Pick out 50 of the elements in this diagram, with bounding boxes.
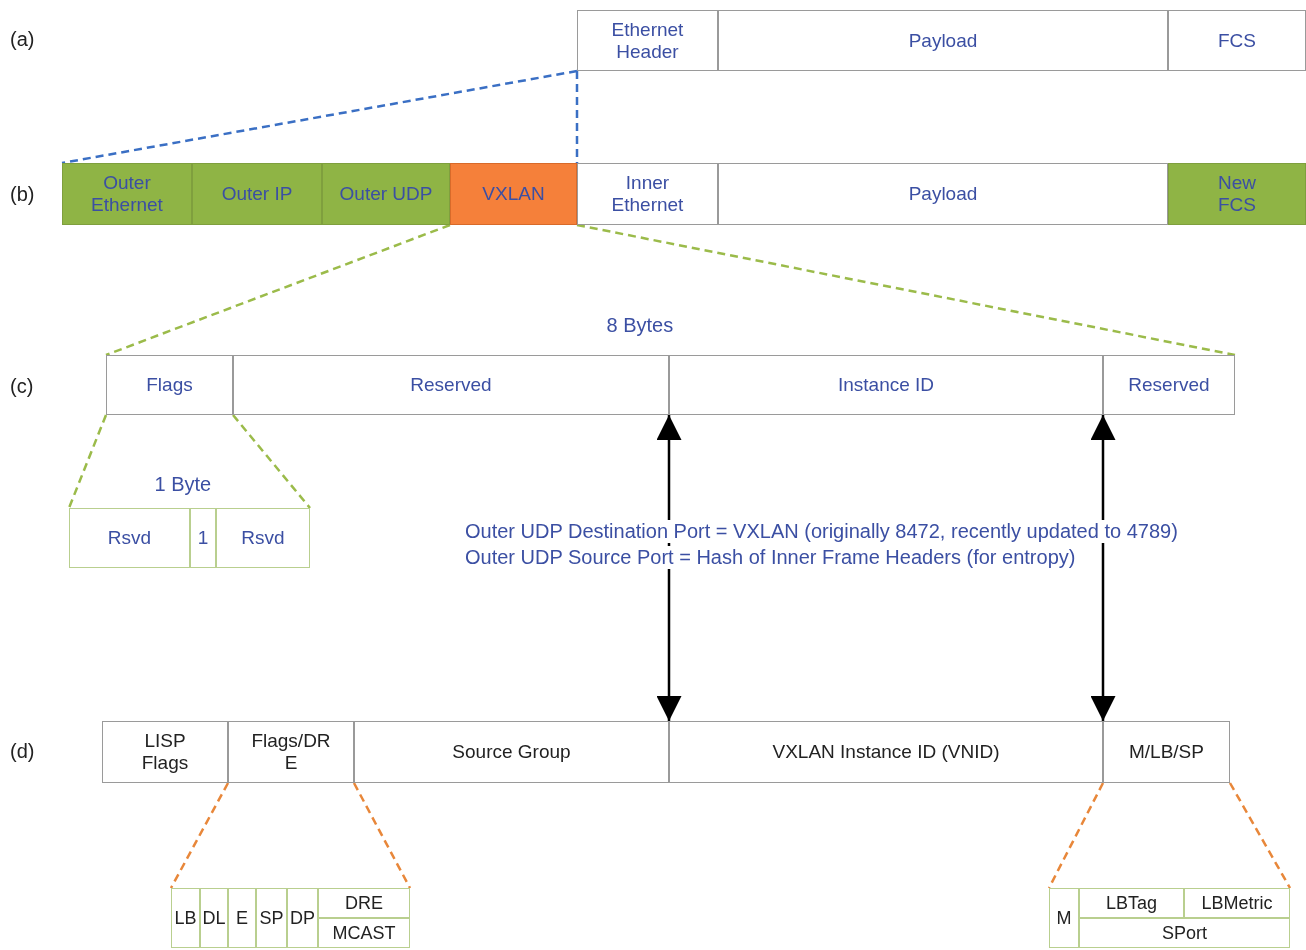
note-text: Outer UDP Source Port = Hash of Inner Frame Headers (for entropy)	[465, 546, 1076, 569]
panel-label: (b)	[10, 183, 35, 206]
bit-field-cell: LBMetric	[1184, 888, 1290, 918]
zoom-line	[352, 782, 412, 889]
bit-field-cell: SPort	[1079, 918, 1290, 948]
field-cell: Reserved	[233, 355, 669, 415]
field-cell: Payload	[718, 10, 1168, 71]
panel-label: (d)	[10, 740, 35, 763]
zoom-line	[232, 414, 311, 509]
bit-field-cell: DP	[287, 888, 318, 948]
field-cell: Inner Ethernet	[577, 163, 718, 225]
vxlan-field-cell: VXLAN	[450, 163, 577, 225]
field-cell: Payload	[718, 163, 1168, 225]
field-cell: Instance ID	[669, 355, 1103, 415]
field-cell: Reserved	[1103, 355, 1235, 415]
header-field-cell: Outer UDP	[322, 163, 450, 225]
bit-field-cell: E	[228, 888, 256, 948]
field-cell: FCS	[1168, 10, 1306, 71]
bit-field-cell: 1	[190, 508, 216, 568]
field-cell: Ethernet Header	[577, 10, 718, 71]
bit-field-cell: MCAST	[318, 918, 410, 948]
field-cell: Source Group	[354, 721, 669, 783]
bit-field-cell: M	[1049, 888, 1079, 948]
zoom-line	[576, 223, 1236, 357]
panel-label: (a)	[10, 28, 35, 51]
field-cell: Flags	[106, 355, 233, 415]
header-field-cell: Outer Ethernet	[62, 163, 192, 225]
bit-field-cell: DL	[200, 888, 228, 948]
bit-field-cell: DRE	[318, 888, 410, 918]
bit-field-cell: SP	[256, 888, 287, 948]
bit-field-cell: LB	[171, 888, 200, 948]
bit-field-cell: LBTag	[1079, 888, 1184, 918]
zoom-line	[1228, 782, 1292, 889]
zoom-line	[67, 414, 108, 509]
note-text: Outer UDP Destination Port = VXLAN (originally 8472, recently updated to 4789)	[465, 520, 1178, 543]
bit-field-cell: Rsvd	[69, 508, 190, 568]
header-field-cell: New FCS	[1168, 163, 1306, 225]
zoom-line	[1047, 782, 1105, 889]
field-cell: LISP Flags	[102, 721, 228, 783]
double-arrow	[656, 415, 682, 721]
zoom-line	[105, 223, 451, 357]
bit-field-cell: Rsvd	[216, 508, 310, 568]
zoom-line	[61, 69, 578, 165]
panel-label: (c)	[10, 375, 34, 398]
double-arrow	[1090, 415, 1116, 721]
field-cell: VXLAN Instance ID (VNID)	[669, 721, 1103, 783]
field-cell: M/LB/SP	[1103, 721, 1230, 783]
field-cell: Flags/DR E	[228, 721, 354, 783]
zoom-line	[169, 782, 230, 889]
header-field-cell: Outer IP	[192, 163, 322, 225]
